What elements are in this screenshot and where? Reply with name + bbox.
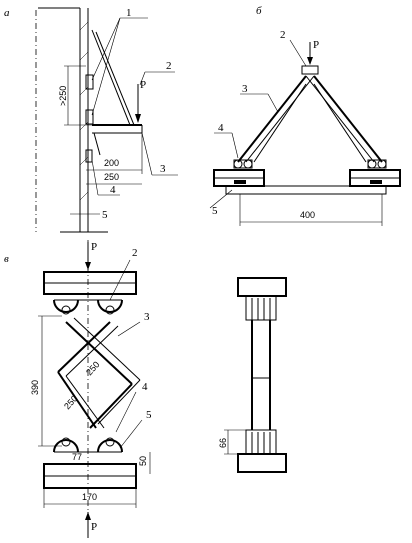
panel-b-leader-5 <box>209 189 233 209</box>
panel-b-label-4: 4 <box>218 122 224 134</box>
panel-c-leader-3 <box>117 321 141 337</box>
panel-c-label-5: 5 <box>146 409 152 421</box>
panel-a-dim-200: 200 <box>104 158 119 168</box>
panel-c-dim-66: 66 <box>218 438 228 448</box>
panel-a-label-1: 1 <box>126 7 132 19</box>
panel-c-force-bottom-arrowhead <box>85 512 91 520</box>
panel-b-letter: б <box>256 5 262 17</box>
panel-c-force-top-arrowhead <box>85 262 91 270</box>
panel-c-rollers-top <box>53 299 123 315</box>
panel-c-dim-170: 170 <box>82 492 97 502</box>
panel-c-dim-50: 50 <box>138 456 148 466</box>
panel-b-leader-2 <box>289 39 307 67</box>
panel-b-roller-right <box>367 159 387 169</box>
panel-a-label-5: 5 <box>102 209 108 221</box>
panel-b-label-3: 3 <box>242 83 248 95</box>
panel-b-force-arrowhead <box>307 57 313 65</box>
panel-a-leader-1b <box>91 17 121 116</box>
panel-b-top-pad <box>301 65 319 75</box>
panel-b-label-5: 5 <box>212 205 218 217</box>
panel-a-post <box>38 7 108 233</box>
panel-c-leader-5 <box>119 419 143 449</box>
panel-a-label-4: 4 <box>110 184 116 196</box>
panel-c-struts <box>57 317 141 429</box>
panel-c: в P 2 3 <box>4 240 287 538</box>
panel-b-struts <box>237 75 383 163</box>
panel-c-leader-2 <box>109 259 131 301</box>
panel-c-dim-390: 390 <box>30 380 40 395</box>
panel-a-leader-1a <box>91 17 121 81</box>
panel-c-force-bottom-label: P <box>91 521 97 533</box>
panel-c-label-3: 3 <box>144 311 150 323</box>
panel-c-side-view <box>237 277 287 473</box>
panel-c-leader-4 <box>115 391 137 433</box>
panel-a-bracket <box>91 29 143 156</box>
panel-b-beam <box>225 185 387 195</box>
panel-c-dim-250-b: 250 <box>62 393 79 411</box>
panel-a: a <box>4 7 178 233</box>
panel-c-force-top-label: P <box>91 241 97 253</box>
panel-a-dim-250: 250 <box>104 172 119 182</box>
panel-b-base-right <box>349 169 401 187</box>
panel-b-dim-400: 400 <box>300 210 315 220</box>
panel-c-letter: в <box>4 253 9 265</box>
panel-c-dim-77: 77 <box>72 452 82 462</box>
panel-a-clamp-base <box>85 149 93 163</box>
panel-a-force-arrowhead <box>135 114 141 123</box>
panel-a-label-3: 3 <box>160 163 166 175</box>
panel-a-dim-250-vertical: >250 <box>58 86 68 106</box>
panel-b-base-left <box>213 169 265 187</box>
panel-c-rollers-bottom <box>53 437 123 453</box>
panel-a-leader-4 <box>91 159 99 196</box>
panel-a-clamp-lower <box>85 109 94 125</box>
panel-a-letter: a <box>4 7 10 19</box>
panel-c-dim-250-a: 250 <box>84 359 101 377</box>
panel-b-label-2: 2 <box>280 29 286 41</box>
panel-b-roller-left <box>233 159 253 169</box>
panel-a-label-2: 2 <box>166 60 172 72</box>
panel-c-label-4: 4 <box>142 381 148 393</box>
panel-c-label-2: 2 <box>132 247 138 259</box>
panel-b: б P 2 3 4 <box>209 5 401 226</box>
panel-b-force-label: P <box>313 39 319 51</box>
panel-a-force-label: P <box>140 79 146 91</box>
panel-a-clamp-upper <box>85 74 94 90</box>
panel-a-leader-3 <box>141 132 153 176</box>
